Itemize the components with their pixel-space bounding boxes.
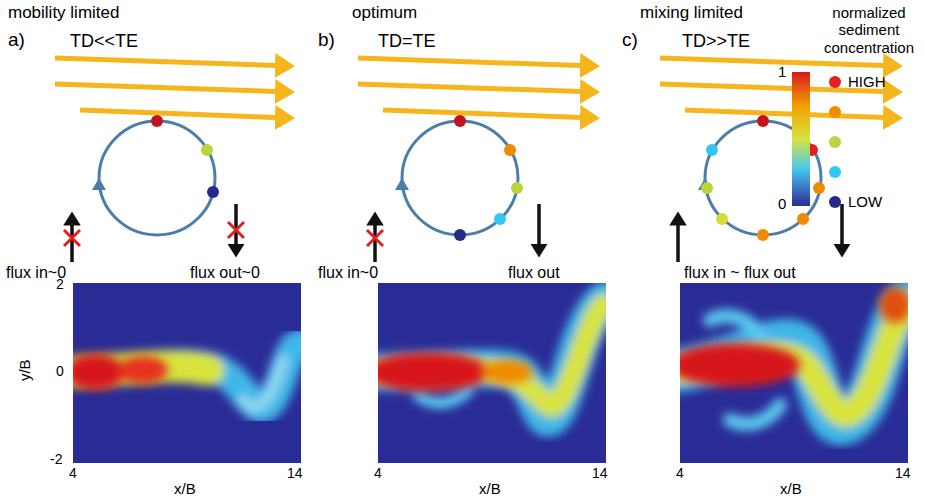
colorbar-tick: 1 (778, 64, 786, 81)
panel-letter: b) (318, 30, 335, 51)
axis-tick: 2 (56, 277, 64, 292)
regime-label: TD=TE (378, 32, 436, 52)
heatmap (366, 283, 606, 463)
legend-text: LOW (848, 194, 882, 211)
legend-dots (829, 76, 841, 208)
legend-title: normalized sediment concentration (817, 4, 921, 56)
circulation-head (92, 178, 712, 190)
axis-tick: 0 (56, 364, 64, 379)
flux-label: flux out (508, 264, 560, 282)
flux-label: flux in ~ flux out (684, 264, 796, 282)
panel-letter: a) (8, 30, 25, 51)
axis-title: y/B (17, 359, 34, 381)
axis-title: x/B (174, 481, 196, 498)
panel-title: optimum (352, 4, 417, 23)
eddy-circle (99, 121, 821, 235)
concentration-dots (151, 115, 825, 241)
blocked-mark (64, 222, 383, 246)
axis-tick: 14 (895, 466, 911, 481)
flow-arrows (55, 58, 898, 118)
axis-tick: 14 (592, 466, 608, 481)
panel-title: mixing limited (640, 4, 743, 23)
axis-title: x/B (780, 481, 802, 498)
axis-tick: 14 (287, 466, 303, 481)
color-bar (792, 72, 810, 206)
flux-label: flux out~0 (190, 264, 260, 282)
axis-tick: 4 (374, 466, 382, 481)
axis-tick: 4 (676, 466, 684, 481)
axis-tick: 4 (69, 466, 77, 481)
axis-tick: -2 (50, 452, 62, 467)
panel-title: mobility limited (8, 4, 119, 23)
axis-title: x/B (479, 481, 501, 498)
panel-letter: c) (622, 30, 638, 51)
heatmap (670, 283, 911, 463)
legend-text: HIGH (848, 74, 886, 91)
heatmap (65, 283, 301, 463)
flux-label: flux in~0 (318, 264, 378, 282)
regime-label: TD>>TE (682, 32, 750, 52)
flux-arrows (72, 204, 842, 262)
colorbar-tick: 0 (778, 196, 786, 213)
regime-label: TD<<TE (70, 32, 138, 52)
